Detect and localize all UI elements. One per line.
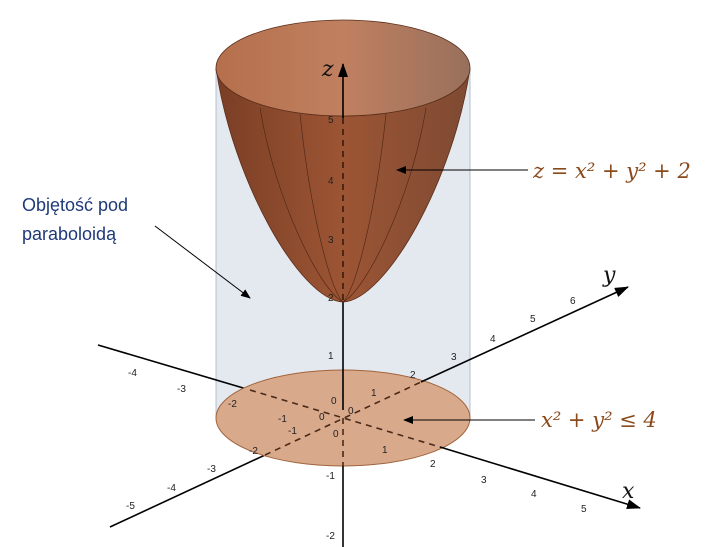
z-tick: 0: [331, 396, 337, 407]
z-tick: -2: [326, 531, 335, 542]
z-tick: -1: [326, 471, 335, 482]
x-tick: 5: [581, 504, 587, 515]
y-tick: 6: [570, 296, 576, 307]
surface-meridians: [259, 107, 427, 303]
y-tick: -4: [167, 483, 176, 494]
volume-arrow: [154, 225, 251, 299]
x-tick: -1: [278, 414, 287, 425]
y-tick: 2: [410, 370, 416, 381]
x-tick: 1: [382, 445, 388, 456]
y-tick: 3: [451, 352, 457, 363]
y-tick: -5: [126, 501, 135, 512]
region-equation: x² + y² ≤ 4: [541, 408, 657, 432]
y-axis-label: y: [602, 263, 616, 288]
x-tick: 2: [430, 459, 436, 470]
y-axis-negative: [109, 454, 266, 528]
x-axis-label: x: [622, 479, 635, 504]
y-tick: 1: [371, 388, 377, 399]
z-tick: 1: [328, 351, 334, 362]
x-tick: 4: [531, 489, 537, 500]
volume-note-line2: paraboloidą: [22, 224, 117, 244]
z-tick: 3: [328, 235, 334, 246]
surface-equation: z = x² + y² + 2: [532, 159, 691, 183]
y-axis: [420, 286, 629, 383]
x-ticks: -4 -3 -2 -1 1 2 3 4 5: [128, 368, 587, 515]
x-tick: -4: [128, 368, 137, 379]
y-tick: 4: [490, 334, 496, 345]
origin-label: 0: [319, 412, 325, 423]
z-tick: 5: [328, 115, 334, 126]
y-ticks: -5 -4 -3 -2 -1 1 2 3 4 5 6: [126, 296, 576, 512]
z-ticks: -2 -1 0 1 2 3 4 5: [326, 115, 337, 542]
x-axis-negative: [97, 344, 251, 391]
z-axis-label: z: [321, 57, 334, 82]
volume-note-line1: Objętość pod: [22, 195, 128, 215]
y-tick: -3: [207, 464, 216, 475]
origin-label: 0: [333, 429, 339, 440]
x-tick: -3: [177, 384, 186, 395]
x-tick: 3: [481, 475, 487, 486]
x-tick: -2: [228, 399, 237, 410]
x-axis: [439, 446, 641, 509]
z-tick: 2: [328, 293, 334, 304]
dashed-axes-in-disk: [249, 381, 441, 466]
y-tick: -2: [249, 446, 258, 457]
y-tick: -1: [288, 426, 297, 437]
y-tick: 5: [530, 314, 536, 325]
origin-label: 0: [348, 406, 354, 417]
z-tick: 4: [328, 176, 334, 187]
